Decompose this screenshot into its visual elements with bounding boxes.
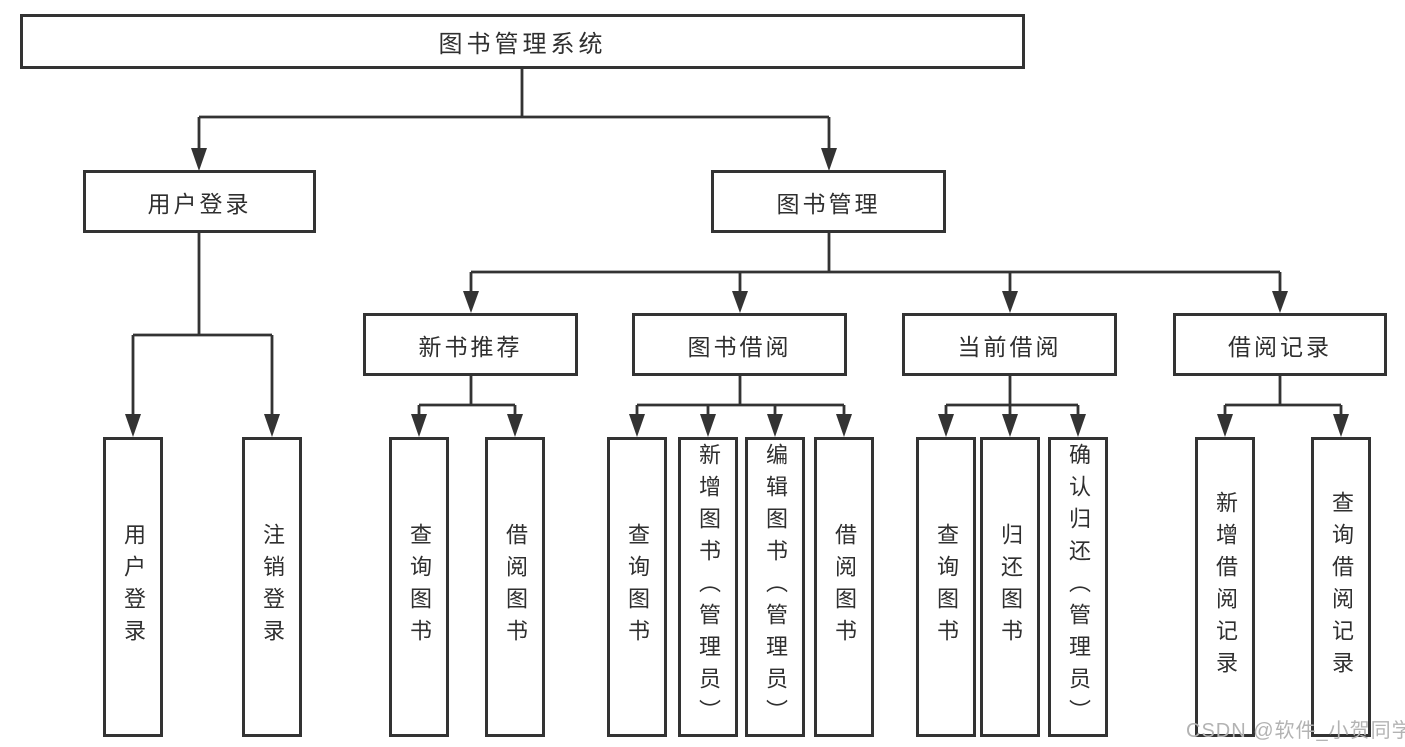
arrowhead-icon [1070,414,1086,437]
book-management-split-line [469,233,1282,293]
user-login-split-line [131,233,274,415]
node-label: 用户登录 [147,190,252,217]
leaf-label: 用户登录 [121,523,146,651]
arrowhead-icon [1002,291,1018,313]
node-book-management: 图书管理 [711,170,946,233]
leaf-logout: 注销登录 [242,437,302,737]
connector-shafts [131,69,1343,415]
node-current-borrowing: 当前借阅 [902,313,1117,376]
node-book-borrowing: 图书借阅 [632,313,847,376]
leaf-return-books: 归还图书 [980,437,1040,737]
arrowhead-icon [821,148,837,171]
leaf-label: 查询图书 [407,523,432,651]
leaf-label: 归还图书 [998,523,1023,651]
node-user-login: 用户登录 [83,170,316,233]
borrow-record-split-line [1223,376,1343,415]
root-split-line [197,69,831,150]
leaf-borrow-books-1: 借阅图书 [485,437,545,737]
node-library-management-system: 图书管理系统 [20,14,1025,69]
leaf-label: 查询借阅记录 [1329,491,1354,683]
arrowhead-icon [1002,414,1018,437]
arrowhead-icon [125,414,141,437]
arrowhead-icon [191,148,207,171]
node-label: 当前借阅 [957,333,1062,360]
arrowhead-icon [463,291,479,313]
node-label: 图书管理 [776,190,881,217]
leaf-label: 新增借阅记录 [1213,491,1238,683]
arrowhead-icon [264,414,280,437]
leaf-query-books-2: 查询图书 [607,437,667,737]
leaf-label: 借阅图书 [503,523,528,651]
leaf-add-books-admin: 新增图书（管理员） [678,437,738,737]
node-label: 借阅记录 [1228,333,1332,360]
arrowhead-icon [411,414,427,437]
arrowhead-icon [836,414,852,437]
arrowhead-icon [732,291,748,313]
arrowhead-icon [629,414,645,437]
current-borrow-split-line [944,376,1080,415]
leaf-query-books-1: 查询图书 [389,437,449,737]
leaf-label: 查询图书 [934,523,959,651]
csdn-watermark: CSDN @软件_小贺同学 [1186,720,1405,742]
arrowhead-icon [1272,291,1288,313]
node-new-book-recommendation: 新书推荐 [363,313,578,376]
leaf-edit-books-admin: 编辑图书（管理员） [745,437,805,737]
leaf-query-books-3: 查询图书 [916,437,976,737]
node-borrowing-records: 借阅记录 [1173,313,1387,376]
arrowheads [125,148,1349,437]
leaf-confirm-return-admin: 确认归还（管理员） [1048,437,1108,737]
node-label: 图书管理系统 [438,31,607,58]
leaf-label: 编辑图书（管理员） [763,443,788,731]
leaf-label: 借阅图书 [832,523,857,651]
leaf-label: 查询图书 [625,523,650,651]
new-book-split-line [417,376,517,415]
leaf-user-login: 用户登录 [103,437,163,737]
book-borrow-split-line [635,376,846,415]
node-label: 图书借阅 [687,333,792,360]
arrowhead-icon [700,414,716,437]
leaf-label: 新增图书（管理员） [696,443,721,731]
arrowhead-icon [938,414,954,437]
leaf-borrow-books-2: 借阅图书 [814,437,874,737]
node-label: 新书推荐 [418,333,523,360]
arrowhead-icon [1217,414,1233,437]
leaf-label: 确认归还（管理员） [1066,443,1091,731]
leaf-add-borrow-record: 新增借阅记录 [1195,437,1255,737]
leaf-label: 注销登录 [260,523,285,651]
arrowhead-icon [507,414,523,437]
arrowhead-icon [1333,414,1349,437]
arrowhead-icon [767,414,783,437]
leaf-query-borrow-record: 查询借阅记录 [1311,437,1371,737]
